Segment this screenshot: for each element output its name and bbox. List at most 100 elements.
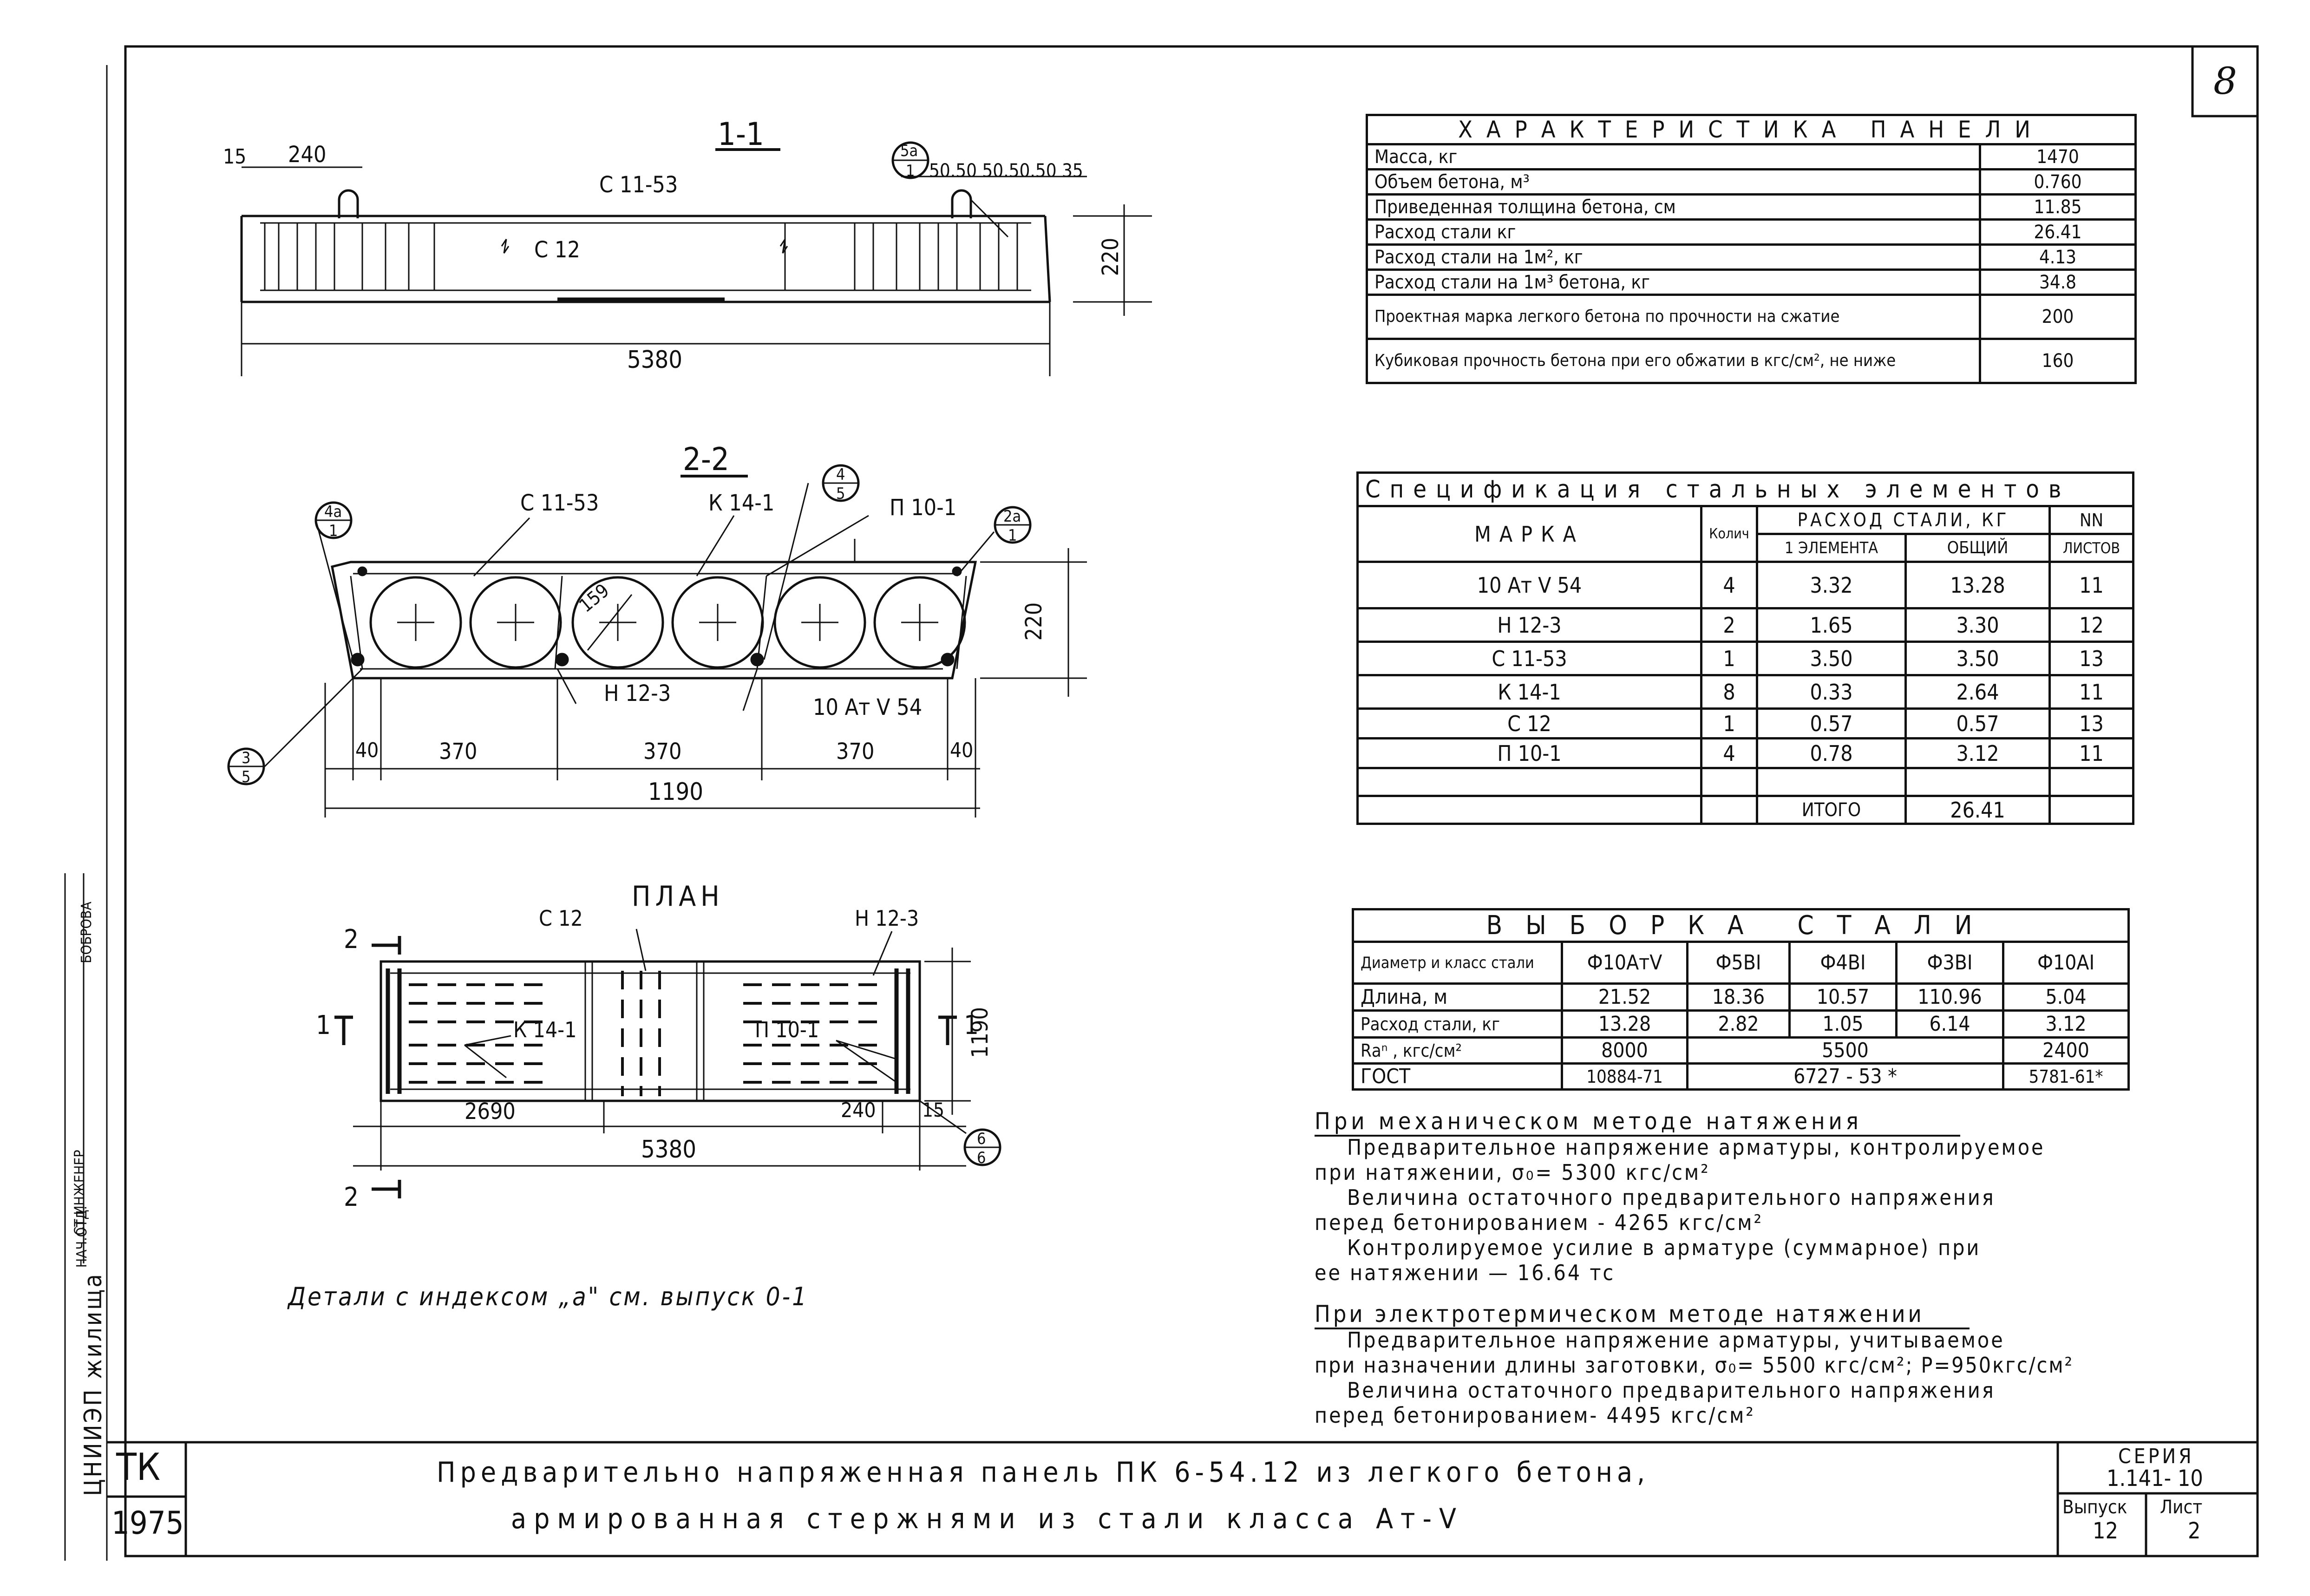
label-c12: С 12: [534, 237, 580, 263]
void-circle: [773, 576, 866, 669]
drawing-title-line1: Предварительно напряженная панель ПК 6-5…: [437, 1456, 1650, 1489]
char-value: 1470: [1978, 143, 2137, 170]
mech-title: При механическом методе натяжения: [1315, 1108, 1862, 1135]
spec-row: К 14-1 8 0.33 2.64 11: [1356, 674, 2135, 710]
selection-class: Ф3ВI: [1895, 941, 2004, 985]
mech-line: ее натяжении — 16.64 тс: [1315, 1260, 1616, 1285]
drawing-title-line2: армированная стержнями из стали класса А…: [511, 1503, 1464, 1535]
callout-4-bottom: 5: [836, 484, 845, 503]
char-label: Проектная марка легкого бетона по прочно…: [1366, 294, 1981, 340]
callout-2a-bottom: 1: [1008, 526, 1017, 545]
spec-total-value: 26.41: [1904, 795, 2051, 825]
elec-line: Предварительное напряжение арматуры, учи…: [1347, 1328, 2005, 1353]
spec-total: 3.30: [1904, 607, 2051, 643]
mech-line: Предварительное напряжение арматуры, кон…: [1347, 1135, 2045, 1160]
callout-4a-bottom: 1: [329, 522, 338, 540]
selection-length: 110.96: [1895, 982, 2004, 1012]
callout-4-top: 4: [836, 465, 845, 484]
issue-label: Выпуск: [2062, 1497, 2127, 1518]
sheet-number-box: [2191, 45, 2259, 118]
section-1-1-title: 1-1: [718, 116, 764, 153]
characteristics-title: ХАРАКТЕРИСТИКА ПАНЕЛИ: [1365, 114, 2137, 145]
void-circle: [671, 576, 764, 669]
plan-label-n12-3: Н 12-3: [855, 906, 919, 931]
spec-sheet: 11: [2048, 674, 2135, 710]
dim-top-right: 50.50 50.50.50 35: [929, 160, 1083, 182]
dim-240: 240: [288, 142, 327, 168]
spec-row: П 10-1 4 0.78 3.12 11: [1356, 737, 2135, 769]
char-value: 26.41: [1978, 218, 2137, 246]
spec-sheet: 12: [2048, 607, 2135, 643]
selection-gost: 6727 - 53 *: [1686, 1062, 2004, 1091]
callout-5a-top: 5а: [900, 142, 918, 160]
sheet-frame: [124, 45, 2259, 1557]
callout-2a-top: 2а: [1003, 507, 1021, 526]
cut-1-left: 1: [316, 1010, 331, 1040]
stamp-name-3: БОБРОВА: [78, 902, 95, 963]
selection-ra: 2400: [2002, 1036, 2130, 1065]
mech-line: Контролируемое усилие в арматуре (суммар…: [1347, 1235, 1981, 1260]
dim-370-1: 370: [439, 739, 478, 765]
plan-drawing: [334, 929, 1001, 1198]
section-2-2-drawing: [227, 464, 1087, 818]
spec-sheet: 13: [2048, 641, 2135, 676]
spec-sheet: 13: [2048, 707, 2135, 739]
label-k14-1: К 14-1: [708, 490, 775, 516]
selection-class: Ф10АI: [2002, 941, 2130, 985]
spec-one: 3.50: [1756, 641, 1907, 676]
spec-total: 2.64: [1904, 674, 2051, 710]
spec-mark: П 10-1: [1356, 737, 1702, 769]
void-circle: [369, 576, 462, 669]
dim-370-2: 370: [643, 739, 682, 765]
dim-2690: 2690: [465, 1099, 516, 1125]
char-label: Расход стали на 1м², кг: [1366, 243, 1981, 271]
section-1-1-drawing: [240, 141, 1152, 376]
callout-6-top: 6: [977, 1130, 986, 1148]
spec-sheet: 11: [2048, 561, 2135, 609]
plan-label-k14-1: К 14-1: [513, 1017, 577, 1042]
dim-1190-b: 1190: [967, 1007, 993, 1058]
void-circle: [873, 576, 966, 669]
char-label: Объем бетона, м³: [1366, 168, 1981, 196]
series-number: 1.141- 10: [2107, 1465, 2203, 1491]
plan-label-p10-1: П 10-1: [755, 1017, 819, 1042]
spec-header-steel: РАСХОД СТАЛИ, КГ: [1756, 505, 2051, 535]
spec-one: 0.57: [1756, 707, 1907, 739]
selection-length: 10.57: [1788, 982, 1898, 1012]
selection-length-label: Длина, м: [1352, 982, 1563, 1012]
selection-mass: 3.12: [2002, 1009, 2130, 1039]
spec-row: 10 Ат V 54 4 3.32 13.28 11: [1356, 561, 2135, 609]
elec-line: перед бетонированием- 4495 кгс/см²: [1315, 1403, 1755, 1428]
spec-qty: 4: [1700, 561, 1758, 609]
char-value: 160: [1978, 338, 2137, 384]
year: 1975: [111, 1505, 184, 1542]
selection-mass: 2.82: [1686, 1009, 1791, 1039]
callout-5a-bottom: 1: [906, 162, 915, 180]
selection-mass-label: Расход стали, кг: [1352, 1009, 1563, 1039]
char-label: Приведенная толщина бетона, см: [1366, 193, 1981, 221]
sheet-in-series: 2: [2188, 1518, 2201, 1544]
spec-mark: 10 Ат V 54: [1356, 561, 1702, 609]
selection-title: ВЫБОРКА СТАЛИ: [1351, 908, 2130, 943]
char-label: Расход стали кг: [1366, 218, 1981, 246]
label-c11-53: С 11-53: [599, 172, 678, 198]
char-value: 11.85: [1978, 193, 2137, 221]
selection-length: 18.36: [1686, 982, 1791, 1012]
spec-total: 3.12: [1904, 737, 2051, 769]
dim-5380-b: 5380: [641, 1136, 697, 1164]
dim-15-b: 15: [922, 1099, 945, 1121]
specification-table: Спецификация стальных элементов МАРКА Ко…: [1356, 471, 2135, 825]
org-code: ТК: [116, 1446, 161, 1489]
spec-mark: С 11-53: [1356, 641, 1702, 676]
char-value: 4.13: [1978, 243, 2137, 271]
spec-qty: 1: [1700, 641, 1758, 676]
spec-title: Спецификация стальных элементов: [1356, 471, 2135, 507]
spec-one: 0.33: [1756, 674, 1907, 710]
spec-mark: С 12: [1356, 707, 1702, 739]
mech-line: при натяжении, σ₀= 5300 кгс/см²: [1315, 1160, 1710, 1185]
callout-3-top: 3: [242, 749, 251, 767]
char-value: 200: [1978, 294, 2137, 340]
selection-class: Ф10АтV: [1561, 941, 1688, 985]
